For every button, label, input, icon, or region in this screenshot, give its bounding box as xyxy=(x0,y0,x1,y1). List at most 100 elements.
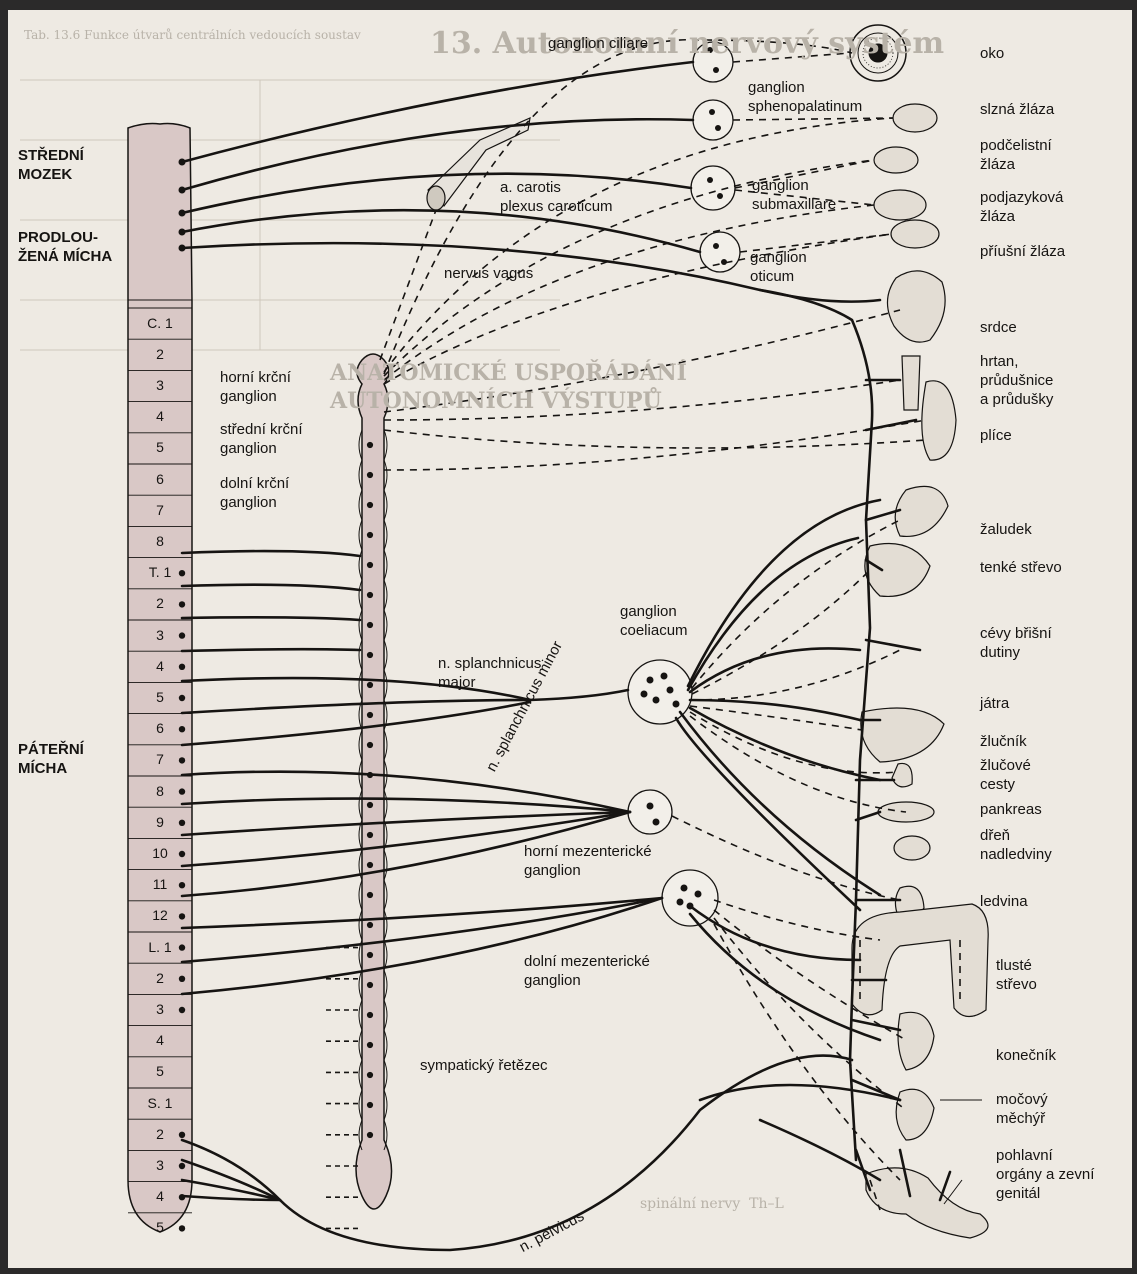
chain-neuron-dot xyxy=(367,1102,372,1107)
label-ganglion-ciliare: ganglion ciliare xyxy=(548,34,648,53)
chain-neuron-dot xyxy=(367,1072,372,1077)
bg-section-heading-2: AUTONOMNÍCH VÝSTUPŮ xyxy=(330,388,662,414)
chain-neuron-dot xyxy=(367,1012,372,1017)
label-tenke-strevo: tenké střevo xyxy=(980,558,1062,577)
chain-neuron-dot xyxy=(367,682,372,687)
spinal-segment-label: 3 xyxy=(132,1001,188,1017)
label-dolni-krcni-ganglion: dolní krční ganglion xyxy=(220,474,289,512)
bg-table-caption: Tab. 13.6 Funkce útvarů centrálních vedo… xyxy=(24,28,361,42)
spinal-segment-label: 6 xyxy=(132,720,188,736)
spinal-segment-label: T. 1 xyxy=(132,564,188,580)
spinal-segment-label: 4 xyxy=(132,1032,188,1048)
bg-figure-caption: spinální nervy Th–L xyxy=(640,1196,784,1212)
spinal-segment-label: 7 xyxy=(132,502,188,518)
ganglion-oticum-circle xyxy=(700,232,740,272)
spinal-segment-label: 5 xyxy=(132,1219,188,1235)
spinal-segment-label: 2 xyxy=(132,1126,188,1142)
label-podcelistni-zlaza: podčelistní žláza xyxy=(980,136,1052,174)
chain-neuron-dot xyxy=(367,742,372,747)
label-horni-mezenterice-ganglion: horní mezenterické ganglion xyxy=(524,842,652,880)
label-mocovy-mechyr: močový měchýř xyxy=(996,1090,1048,1128)
label-prodlouzena-micha: PRODLOU- ŽENÁ MÍCHA xyxy=(18,228,112,266)
chain-neuron-dot xyxy=(367,982,372,987)
chain-neuron-dot xyxy=(367,592,372,597)
label-ganglion-sphenopalatinum: ganglion sphenopalatinum xyxy=(748,78,862,116)
spinal-segment-label: 7 xyxy=(132,751,188,767)
label-hrtan: hrtan, průdušnice a průdušky xyxy=(980,352,1053,409)
spinal-segment-label: C. 1 xyxy=(132,315,188,331)
label-stredni-krcni-ganglion: střední krční ganglion xyxy=(220,420,303,458)
label-horni-krcni-ganglion: horní krční ganglion xyxy=(220,368,291,406)
bg-section-heading-1: ANATOMICKÉ USPOŘÁDÁNÍ xyxy=(330,360,687,386)
spinal-segment-label: 4 xyxy=(132,658,188,674)
chain-neuron-dot xyxy=(367,652,372,657)
chain-neuron-dot xyxy=(367,472,372,477)
spinal-segment-label: 11 xyxy=(132,876,188,892)
label-zlucove-cesty: žlučové cesty xyxy=(980,756,1031,794)
ganglion-submaxillare-circle xyxy=(691,166,735,210)
spinal-segment-label: 12 xyxy=(132,907,188,923)
label-ganglion-coeliacum: ganglion coeliacum xyxy=(620,602,688,640)
chain-neuron-dot xyxy=(367,502,372,507)
chain-neuron-dot xyxy=(367,442,372,447)
label-pohlavni-organy: pohlavní orgány a zevní genitál xyxy=(996,1146,1094,1203)
chain-neuron-dot xyxy=(367,532,372,537)
label-ganglion-oticum: ganglion oticum xyxy=(750,248,807,286)
label-cevy-brisni-dutiny: cévy břišní dutiny xyxy=(980,624,1052,662)
spinal-segment-label: 5 xyxy=(132,689,188,705)
label-zaludek: žaludek xyxy=(980,520,1032,539)
spinal-segment-label: 9 xyxy=(132,814,188,830)
spinal-segment-label: 4 xyxy=(132,408,188,424)
label-slzna-zlaza: slzná žláza xyxy=(980,100,1054,119)
label-tluste-strevo: tlusté střevo xyxy=(996,956,1037,994)
podcelistni-zlaza-shape xyxy=(874,147,918,173)
chain-neuron-dot xyxy=(367,862,372,867)
chain-neuron-dot xyxy=(367,802,372,807)
spinal-segment-label: 5 xyxy=(132,1063,188,1079)
prusni-zlaza-shape xyxy=(891,220,939,248)
spinal-segment-label: 2 xyxy=(132,346,188,362)
label-srdce: srdce xyxy=(980,318,1017,337)
label-ganglion-submaxillare: ganglion submaxillare xyxy=(752,176,836,214)
label-zlucnik: žlučník xyxy=(980,732,1027,751)
label-oko: oko xyxy=(980,44,1004,63)
label-pankreas: pankreas xyxy=(980,800,1042,819)
label-dren-nadledviny: dřeň nadledviny xyxy=(980,826,1052,864)
spinal-segment-label: 6 xyxy=(132,471,188,487)
spinal-segment-label: L. 1 xyxy=(132,939,188,955)
hrtan-shape xyxy=(902,356,920,410)
bg-chapter-title: 13. Autonomní nervový systém xyxy=(430,26,944,61)
spinal-segment-label: S. 1 xyxy=(132,1095,188,1111)
label-jatra: játra xyxy=(980,694,1009,713)
label-podjazykova-zlaza: podjazyková žláza xyxy=(980,188,1063,226)
spinal-segment-label: 8 xyxy=(132,533,188,549)
chain-neuron-dot xyxy=(367,1132,372,1137)
ganglion-sphenopalatinum-circle xyxy=(693,100,733,140)
label-ledvina: ledvina xyxy=(980,892,1028,911)
ganglion-dolni-mezenterice-circle xyxy=(662,870,718,926)
spinal-segment-label: 2 xyxy=(132,970,188,986)
spinal-segment-label: 3 xyxy=(132,377,188,393)
chain-neuron-dot xyxy=(367,952,372,957)
spinal-segment-label: 2 xyxy=(132,595,188,611)
nadledviny-shape xyxy=(894,836,930,860)
podjazykova-zlaza-shape xyxy=(874,190,926,220)
ganglion-horni-mezenterice-circle xyxy=(628,790,672,834)
chain-neuron-dot xyxy=(367,892,372,897)
spinal-segment-label: 5 xyxy=(132,439,188,455)
label-plice: plíce xyxy=(980,426,1012,445)
spinal-segment-label: 3 xyxy=(132,1157,188,1173)
chain-neuron-dot xyxy=(367,622,372,627)
chain-neuron-dot xyxy=(367,1042,372,1047)
chain-neuron-dot xyxy=(367,562,372,567)
label-paterni-micha: PÁTEŘNÍ MÍCHA xyxy=(18,740,84,778)
label-konecnik: konečník xyxy=(996,1046,1056,1065)
spinal-segment-label: 10 xyxy=(132,845,188,861)
label-prusni-zlaza: příušní žláza xyxy=(980,242,1065,261)
spinal-segment-label: 4 xyxy=(132,1188,188,1204)
label-nervus-vagus: nervus vagus xyxy=(444,264,533,283)
label-dolni-mezenterice-ganglion: dolní mezenterické ganglion xyxy=(524,952,650,990)
slzna-zlaza-shape xyxy=(893,104,937,132)
spinal-segment-label: 3 xyxy=(132,627,188,643)
chain-neuron-dot xyxy=(367,922,372,927)
